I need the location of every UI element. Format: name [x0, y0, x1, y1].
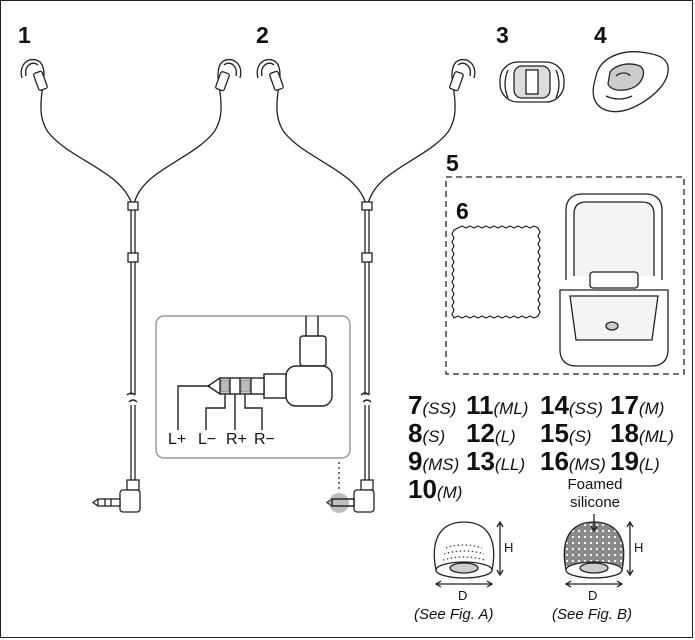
cable-clip-icon	[499, 61, 565, 103]
part-11: 11(ML)	[466, 390, 529, 420]
figure-number-6: 6	[456, 198, 469, 224]
part-13: 13(LL)	[466, 446, 526, 476]
foamed-eartip-icon	[563, 514, 634, 588]
caption-fig-b: (See Fig. B)	[552, 606, 633, 623]
ear-hook-holder-icon	[592, 51, 669, 113]
part-12: 12(L)	[466, 418, 516, 448]
part-7: 7(SS)	[408, 390, 457, 420]
foamed-label-line2: silicone	[569, 494, 621, 511]
dimension-d-b: D	[588, 588, 598, 603]
dimension-h-b: H	[634, 540, 644, 555]
part-17: 17(M)	[610, 390, 665, 420]
part-18: 18(ML)	[610, 418, 674, 448]
cleaning-cloth-icon	[451, 225, 541, 319]
figure-number-4: 4	[594, 22, 607, 48]
jack-label-l-minus: L−	[198, 431, 217, 448]
part-15: 15(S)	[540, 418, 592, 448]
figure-number-5: 5	[446, 150, 459, 176]
figure-number-3: 3	[496, 22, 509, 48]
part-16: 16(MS)	[540, 446, 606, 476]
jack-label-r-plus: R+	[226, 431, 247, 448]
caption-fig-a: (See Fig. A)	[414, 606, 494, 623]
plug-detail-inset	[155, 315, 351, 459]
earphone-cable-2-icon	[256, 58, 476, 513]
foamed-label-line1: Foamed	[567, 476, 623, 493]
jack-label-r-minus: R−	[254, 431, 275, 448]
earphone-cable-1-icon	[20, 58, 242, 513]
part-8: 8(S)	[408, 418, 446, 448]
figure-number-1: 1	[18, 22, 31, 48]
figure-number-2: 2	[256, 22, 269, 48]
part-10: 10(M)	[408, 474, 463, 504]
dimension-h-a: H	[504, 540, 514, 555]
silicone-eartip-icon	[433, 520, 504, 588]
jack-label-l-plus: L+	[168, 431, 187, 448]
part-9: 9(MS)	[408, 446, 460, 476]
carrying-case-icon	[559, 193, 669, 367]
dimension-d-a: D	[458, 588, 468, 603]
case-set-box	[445, 176, 685, 375]
part-14: 14(SS)	[540, 390, 603, 420]
part-19: 19(L)	[610, 446, 660, 476]
foamed-silicone-label: Foamed silicone	[560, 476, 630, 512]
